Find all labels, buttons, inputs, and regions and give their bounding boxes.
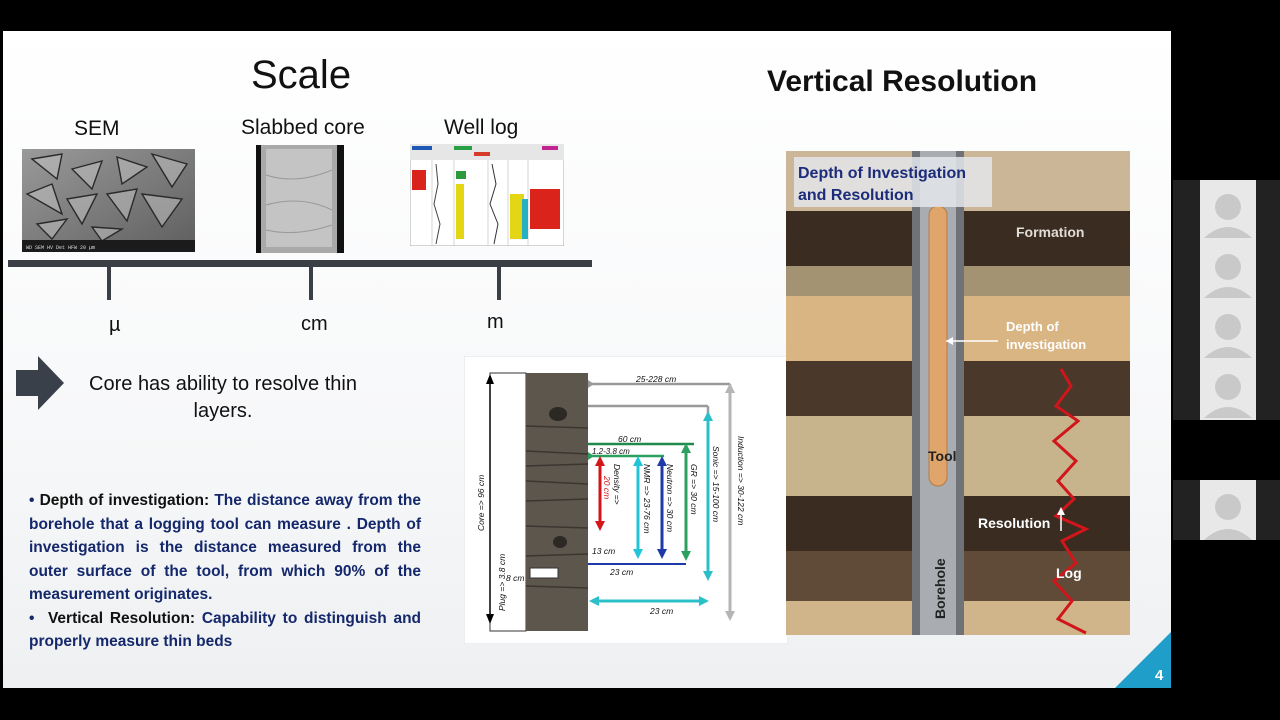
borehole-diagram: Depth of Investigation and Resolution Fo… <box>786 151 1130 635</box>
bullet-vertical-resolution: • Vertical Resolution: Capability to dis… <box>29 609 422 651</box>
label-8: 8 cm <box>506 573 524 583</box>
label-resolution: Resolution <box>978 515 1050 531</box>
label-23-b: 23 cm <box>649 606 673 616</box>
definition-depth-of-investigation: The distance away from the borehole that… <box>29 492 421 603</box>
well-log-image <box>410 144 564 246</box>
label-60: 60 cm <box>618 434 641 444</box>
label-tool: Tool <box>928 448 957 464</box>
vertical-resolution-title: Vertical Resolution <box>767 65 1038 98</box>
slabbed-core-image <box>256 145 344 253</box>
participant-video-tile[interactable] <box>1200 480 1256 540</box>
label-borehole: Borehole <box>932 558 948 619</box>
label-nmr: NMR => 23-76 cm <box>642 464 652 533</box>
diagram-title-line2: and Resolution <box>798 187 914 204</box>
label-25-228: 25-228 cm <box>635 374 676 384</box>
axis-tick-cm <box>309 264 313 300</box>
label-density-20: 20 cm <box>602 475 612 499</box>
label-density: Density => <box>612 464 622 505</box>
core-resolution-text: Core has ability to resolve thin layers. <box>89 373 357 422</box>
term-vertical-resolution: Vertical Resolution: <box>47 609 196 627</box>
unit-cm: cm <box>301 313 328 335</box>
label-log: Log <box>1056 565 1082 581</box>
label-formation: Formation <box>1016 224 1084 240</box>
core-tool-resolution-diagram: 25-228 cm 60 cm 1.2-3.8 cm 13 cm 23 cm 2… <box>464 356 788 644</box>
label-plug: Plug => 3.8 cm <box>497 554 507 611</box>
definition-vertical-resolution: Capability to distinguish and properly m… <box>29 609 422 651</box>
well-log-label: Well log <box>444 116 519 139</box>
scale-axis <box>8 260 592 267</box>
scale-title: Scale <box>251 53 352 97</box>
sem-label: SEM <box>74 117 120 140</box>
slide-number: 4 <box>1155 667 1164 684</box>
label-core-96: Core => 96 cm <box>476 475 486 531</box>
label-doi-2: investigation <box>1006 337 1086 352</box>
slide-number-badge: 4 <box>1115 632 1171 688</box>
axis-tick-m <box>497 264 501 300</box>
bullet-depth-of-investigation: • Depth of investigation: The distance a… <box>29 492 421 603</box>
right-arrow-icon <box>16 356 64 410</box>
axis-tick-micro <box>107 264 111 300</box>
svg-text:WD SEM HV Det HFW 20 µm: WD SEM HV Det HFW 20 µm <box>26 245 95 251</box>
label-1-2-3-8: 1.2-3.8 cm <box>592 447 630 456</box>
label-13: 13 cm <box>592 546 615 556</box>
label-23-a: 23 cm <box>609 567 633 577</box>
label-induction: Induction => 30-122 cm <box>736 436 746 525</box>
label-neutron: Neutron => 30 cm <box>665 464 675 532</box>
definitions-list: • Depth of investigation: The distance a… <box>29 489 421 654</box>
diagram-title-line1: Depth of Investigation <box>798 165 966 182</box>
slabbed-core-label: Slabbed core <box>241 116 365 139</box>
term-depth-of-investigation: Depth of investigation: <box>39 492 210 509</box>
unit-micro: µ <box>109 314 121 336</box>
unit-m: m <box>487 311 504 333</box>
presentation-slide: Scale SEM Slabbed core Well log WD SEM H… <box>3 31 1171 688</box>
sem-image: WD SEM HV Det HFW 20 µm <box>22 149 195 252</box>
label-gr: GR => 30 cm <box>689 464 699 515</box>
participant-video-stack[interactable] <box>1200 180 1256 420</box>
label-doi-1: Depth of <box>1006 319 1059 334</box>
label-sonic: Sonic => 15-100 cm <box>711 446 721 522</box>
